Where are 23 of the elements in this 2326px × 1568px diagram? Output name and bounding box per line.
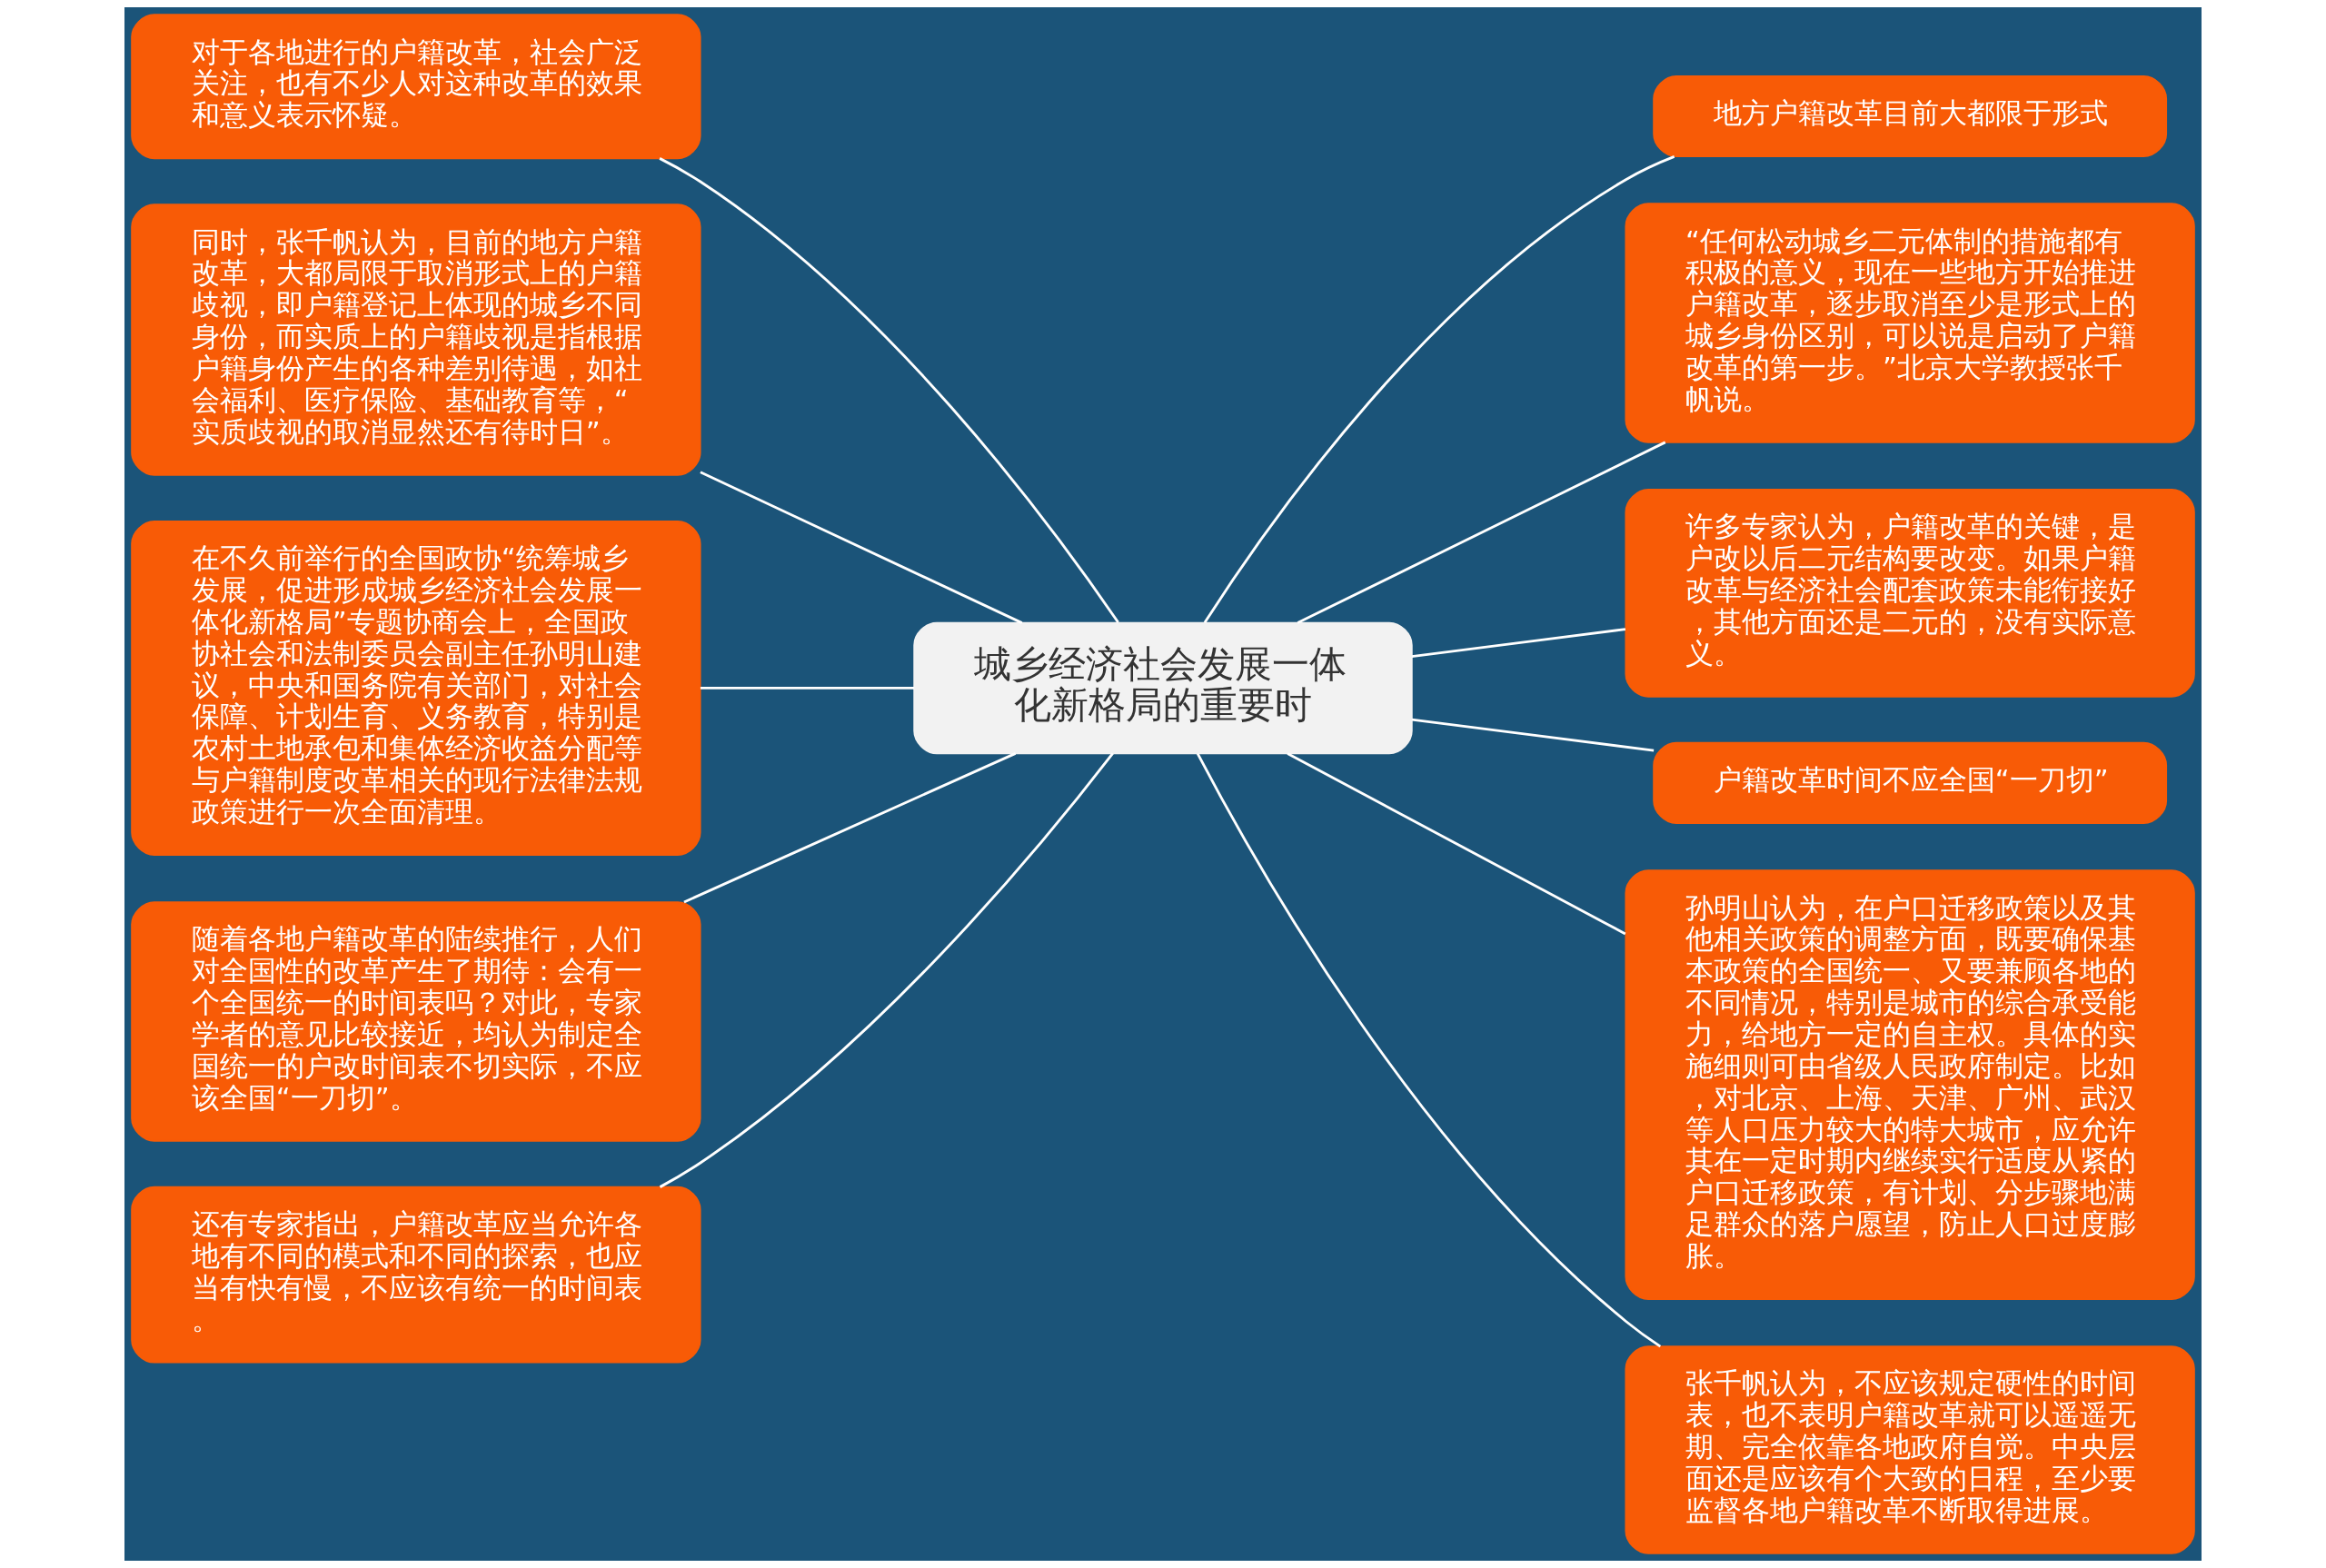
node-box: 随着各地户籍改革的陆续推行，人们对全国性的改革产生了期待：会有一个全国统一的时间表吗？对此，专家学者的意见比较接近，均认为制定全国统一的户改时间表不切实际，不应该全国“一刀切”。 [131,901,701,1142]
connector [1196,752,1662,1348]
connector [659,157,1119,623]
connector [1203,155,1675,623]
connector [683,752,1017,904]
node-box: 对于各地进行的户籍改革，社会广泛关注，也有不少人对这种改革的效果和意义表示怀疑。 [131,14,701,160]
node-box: 地方户籍改革目前大都限于形式 [1653,74,2168,158]
connector [1297,441,1666,624]
connector [700,686,915,690]
node-box: 在不久前举行的全国政协“统筹城乡发展，促进形成城乡经济社会发展一体化新格局”专题协商会上，全国政协社会和法制委员会副主任孙明山建议，中央和国务院有关部门，对社会保障、计划生育、义务教育，特别是农村土地承包和集体经济收益分配等与户籍制度改革相关的现行法律法规政策进行一次全面清理。 [131,520,701,856]
node-box: 城乡经济社会发展一体化新格局的重要时 [913,621,1413,755]
connector [1287,752,1626,936]
node-box: 还有专家指出，户籍改革应当允许各地有不同的模式和不同的探索，也应当有快有慢，不应该有统一的时间表。 [131,1186,701,1364]
node-box: 户籍改革时间不应全国“一刀切” [1653,741,2168,825]
node-box: 许多专家认为，户籍改革的关键，是户改以后二元结构要改变。如果户籍改革与经济社会配套政策未能衔接好，其他方面还是二元的，没有实际意义。 [1625,489,2195,698]
connector [1411,718,1655,752]
connector [700,471,1023,624]
node-box: 同时，张千帆认为，目前的地方户籍改革，大都局限于取消形式上的户籍歧视，即户籍登记上体现的城乡不同身份，而实质上的户籍歧视是指根据户籍身份产生的各种差别待遇，如社会福利、医疗保险、基础教育等，“实质歧视的取消显然还有待时日”。 [131,203,701,476]
connector [659,752,1114,1188]
connector [1411,628,1626,659]
node-box: 张千帆认为，不应该规定硬性的时间表，也不表明户籍改革就可以遥遥无期、完全依靠各地政府自觉。中央层面还是应该有个大致的日程，至少要监督各地户籍改革不断取得进展。 [1625,1345,2195,1554]
node-box: 孙明山认为，在户口迁移政策以及其他相关政策的调整方面，既要确保基本政策的全国统一、又要兼顾各地的不同情况，特别是城市的综合承受能力，给地方一定的自主权。具体的实施细则可由省级人民政府制定。比如，对北京、上海、天津、广州、武汉等人口压力较大的特大城市，应允许其在一定时期内继续实行适度从紧的户口迁移政策，有计划、分步骤地满足群众的落户愿望，防止人口过度膨胀。 [1625,869,2195,1300]
node-box: “任何松动城乡二元体制的措施都有积极的意义，现在一些地方开始推进户籍改革，逐步取消至少是形式上的城乡身份区别，可以说是启动了户籍改革的第一步。”北京大学教授张千帆说。 [1625,203,2195,443]
